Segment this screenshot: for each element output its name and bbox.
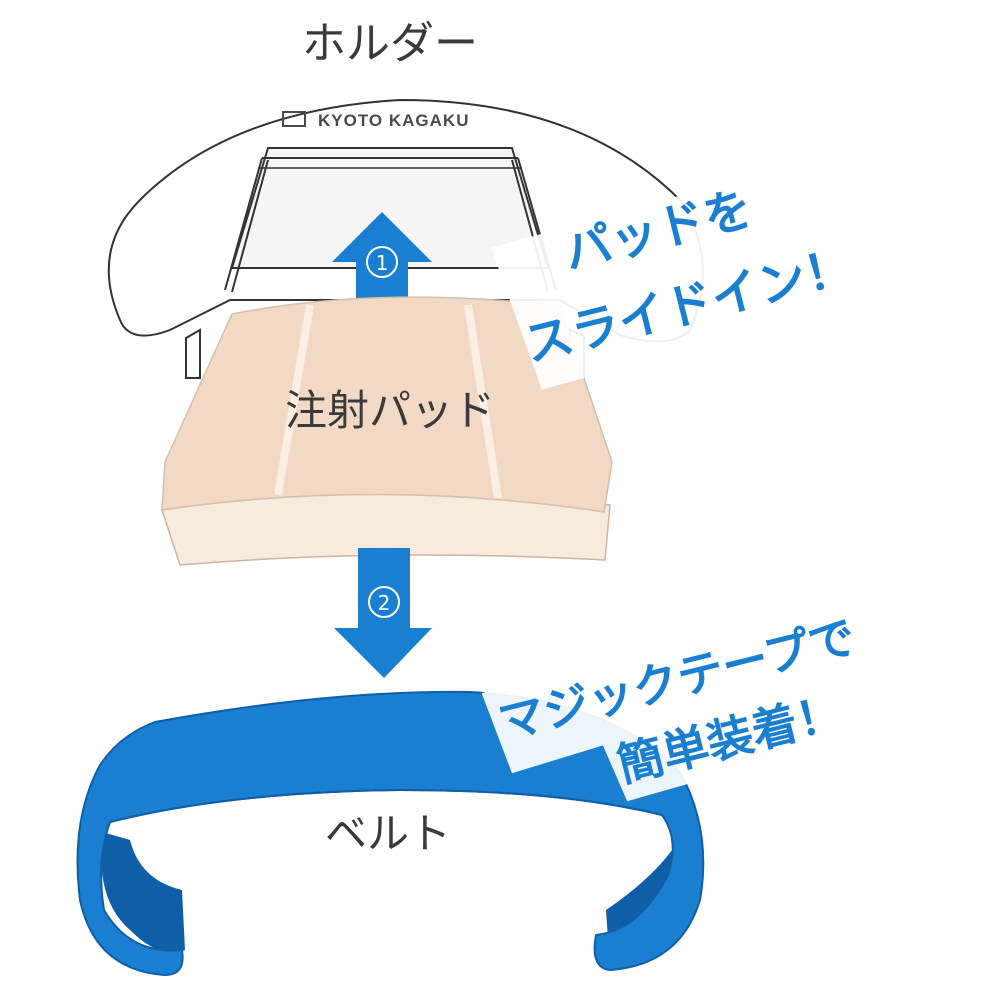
brand-label: KYOTO KAGAKU <box>318 111 469 130</box>
belt-inner-left <box>100 832 185 953</box>
step2-number: 2 <box>378 591 391 615</box>
arrow-up-icon <box>332 212 432 298</box>
caption-backdrop-2 <box>481 570 925 802</box>
step2-arrow: 2 <box>334 548 432 678</box>
holder: KYOTO KAGAKU ホルダー <box>107 18 704 379</box>
step1-arrow: 1 <box>332 212 432 298</box>
pad-label: 注射パッド <box>285 386 495 435</box>
holder-label: ホルダー <box>302 18 478 69</box>
injection-pad: 注射パッド <box>161 296 613 566</box>
pad-top-surface <box>161 296 613 513</box>
step1-badge <box>366 246 398 278</box>
arrow-down-icon <box>334 548 432 678</box>
step1-number: 1 <box>376 251 389 275</box>
holder-clip-left <box>185 328 201 379</box>
belt: ベルト <box>76 690 705 977</box>
step2-badge <box>368 586 400 618</box>
brand-logo-mark <box>282 111 306 127</box>
caption-backdrop <box>491 141 887 390</box>
belt-label: ベルト <box>325 809 451 858</box>
